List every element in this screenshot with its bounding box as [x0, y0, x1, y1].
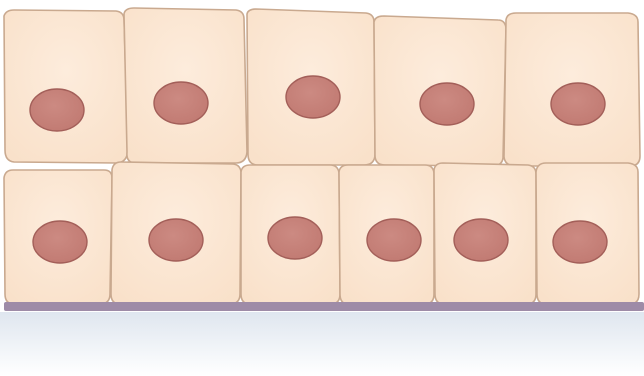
cell-nucleus	[149, 219, 203, 261]
lower-cell-layer-cell	[339, 165, 434, 304]
lower-cell-layer-cell	[536, 163, 639, 304]
lower-cell-layer-cell	[241, 165, 340, 304]
connective-tissue	[0, 312, 644, 376]
cell-nucleus	[367, 219, 421, 261]
cell-cytoplasm	[4, 10, 128, 163]
lower-cell-layer-cell	[434, 163, 536, 304]
cell-nucleus	[420, 83, 474, 125]
basement-membrane	[4, 302, 644, 311]
lower-cell-layer-cell	[111, 162, 241, 304]
upper-cell-layer-cell	[247, 9, 375, 165]
lower-cell-layer-cell	[4, 170, 112, 304]
upper-cell-layer-cell	[4, 10, 128, 163]
upper-cell-layer-cell	[504, 13, 640, 166]
cell-nucleus	[454, 219, 508, 261]
cell-nucleus	[286, 76, 340, 118]
cell-nucleus	[551, 83, 605, 125]
cell-nucleus	[154, 82, 208, 124]
cell-nucleus	[33, 221, 87, 263]
cell-nucleus	[553, 221, 607, 263]
cell-layers	[4, 8, 640, 304]
cell-nucleus	[30, 89, 84, 131]
upper-cell-layer-cell	[124, 8, 247, 163]
upper-cell-layer-cell	[374, 16, 506, 166]
cell-nucleus	[268, 217, 322, 259]
